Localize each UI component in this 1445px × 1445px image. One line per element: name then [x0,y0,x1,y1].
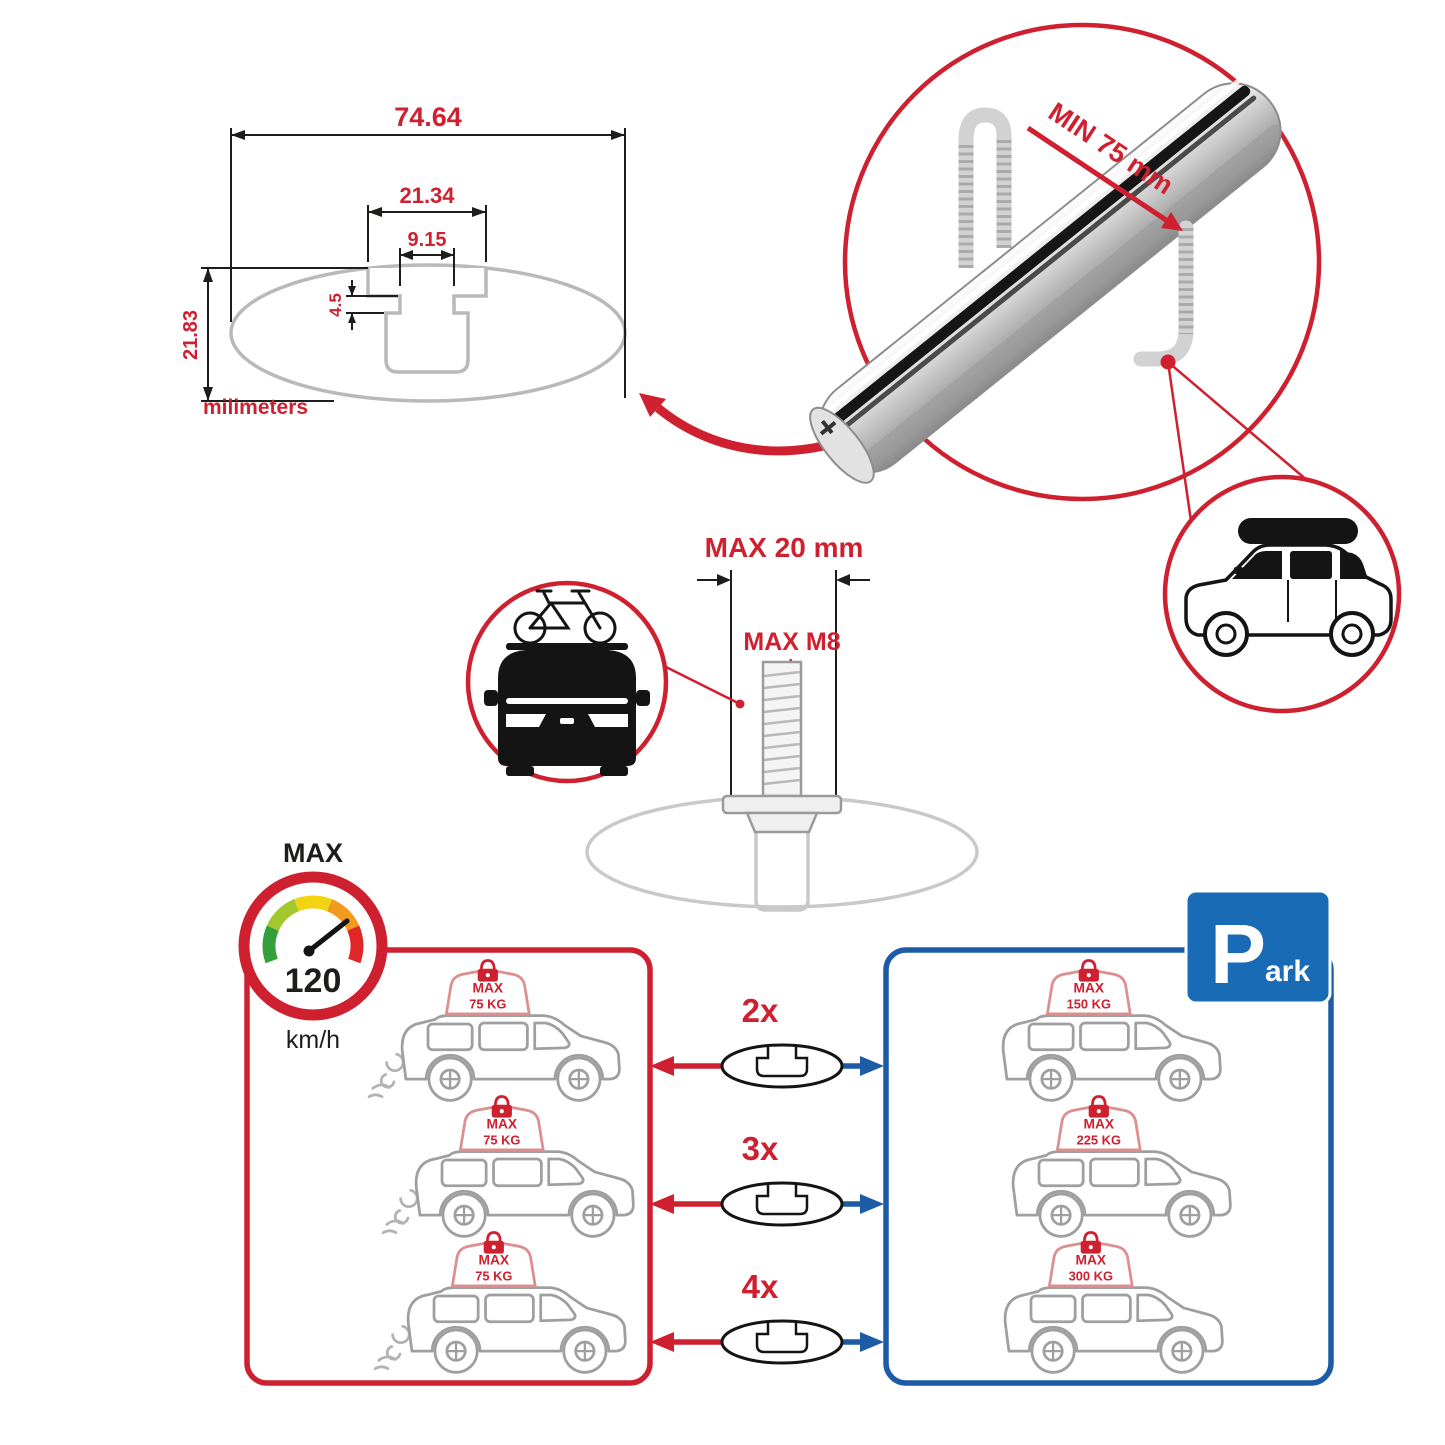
aluminum-crossbar [809,77,1283,484]
bar-count-row-2: 3x [650,1130,884,1227]
park-suffix: ark [1265,955,1310,988]
speed-max-label: MAX [283,838,343,868]
max-thread-label: MAX M8 [743,628,840,656]
bar-count-row-1: 2x [650,992,884,1089]
park-sign: P ark [1184,889,1332,1005]
load-weight-label: 150 KG [1067,996,1111,1011]
clamp-hook-icon [1133,220,1194,367]
dim-slot-width: 9.15 [408,229,447,251]
bar-count-label: 4x [742,1268,779,1305]
load-weight-label: 75 KG [475,1268,512,1283]
suv-roofbox-callout [1162,474,1402,714]
load-max-label: MAX [472,981,503,996]
car-load-parked-3: MAX 300 KG [1003,1231,1224,1374]
car-load-parked-2: MAX 225 KG [1011,1095,1232,1238]
profile-t-slot [366,268,488,374]
car-load-driving-3: MAX 75 KG [373,1231,627,1374]
car-load-parked-1: MAX 150 KG [1001,959,1222,1102]
car-load-driving-1: MAX 75 KG [367,959,621,1102]
bar-count-label: 2x [742,992,779,1029]
park-letter: P [1210,907,1266,1001]
load-weight-label: 300 KG [1069,1268,1113,1283]
bolt-length-diagram: MAX 20 mm MAX M8 [585,532,979,912]
bar-count-row-3: 4x [650,1268,884,1365]
speed-limit-gauge: MAX 120 km/h [238,838,388,1054]
load-max-label: MAX [1073,981,1104,996]
clamp-hook-icon [958,107,1012,268]
load-max-label: MAX [478,1253,509,1268]
dim-total-height: 21.83 [180,310,202,360]
load-max-label: MAX [1075,1253,1106,1268]
load-weight-label: 75 KG [483,1132,520,1147]
load-weight-label: 225 KG [1077,1132,1121,1147]
dim-channel-width: 21.34 [399,183,455,208]
car-load-driving-2: MAX 75 KG [381,1095,635,1238]
speed-unit: km/h [286,1026,340,1054]
max-length-label: MAX 20 mm [705,532,864,563]
gauge-needle [306,918,350,954]
dim-slot-depth: 4.5 [326,293,345,317]
roof-box-icon [1238,518,1358,544]
bike-mount-callout [465,580,745,784]
bolt-plate [721,794,843,815]
load-max-label: MAX [1083,1117,1114,1132]
bar-count-label: 3x [742,1130,779,1167]
dim-total-width: 74.64 [394,102,462,132]
load-max-label: MAX [486,1117,517,1132]
usage-comparison: P ark MAX 75 KG MAX 75 KG MAX 75 KG MAX … [244,889,1334,1386]
crossbar-profile-diagram: 74.64 21.34 9.15 4.5 21.83 milimeters [180,102,872,456]
units-label: milimeters [203,396,308,419]
speed-value: 120 [285,962,342,1000]
load-weight-label: 75 KG [469,996,506,1011]
bolt-rod [761,660,803,798]
car-front-icon [484,643,650,776]
crossbar-render-callout: MIN 75 mm [809,22,1402,714]
